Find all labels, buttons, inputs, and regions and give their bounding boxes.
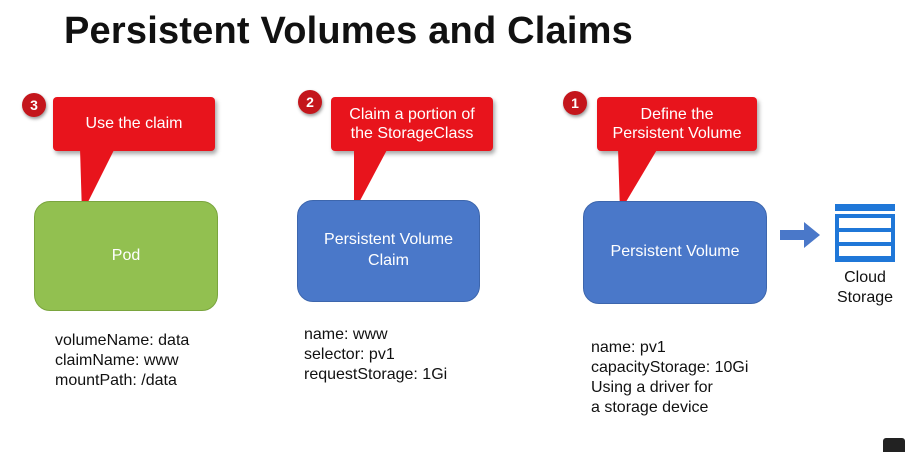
pv-notes: name: pv1 capacityStorage: 10Gi Using a … <box>591 338 748 418</box>
cloud-storage-label: Cloud Storage <box>830 268 900 308</box>
note-line: name: www <box>304 326 388 343</box>
callout-claim-portion: Claim a portion of the StorageClass <box>331 97 493 151</box>
cloud-label-line: Storage <box>836 289 894 306</box>
pod-box: Pod <box>34 201 218 311</box>
callout-pointer <box>354 148 388 212</box>
note-line: claimName: www <box>55 352 179 369</box>
note-line: name: pv1 <box>591 339 666 356</box>
corner-logo-icon <box>883 438 905 452</box>
note-line: capacityStorage: 10Gi <box>591 359 749 376</box>
pv-box: Persistent Volume <box>583 201 767 304</box>
step-badge-1: 1 <box>563 91 587 115</box>
note-line: selector: pv1 <box>304 346 395 363</box>
note-line: volumeName: data <box>55 332 190 349</box>
note-line: requestStorage: 1Gi <box>304 366 448 383</box>
pvc-notes: name: www selector: pv1 requestStorage: … <box>304 325 447 385</box>
note-line: Using a driver for <box>591 379 713 396</box>
arrow-right-icon <box>780 222 820 248</box>
cloud-storage-icon <box>835 204 895 262</box>
pod-notes: volumeName: data claimName: www mountPat… <box>55 331 189 391</box>
callout-define-pv: Define the Persistent Volume <box>597 97 757 151</box>
page-title: Persistent Volumes and Claims <box>64 10 633 52</box>
step-badge-2: 2 <box>298 90 322 114</box>
pvc-box: Persistent Volume Claim <box>297 200 480 302</box>
note-line: mountPath: /data <box>55 372 177 389</box>
callout-use-claim: Use the claim <box>53 97 215 151</box>
callout-pointer <box>80 148 115 214</box>
note-line: a storage device <box>591 399 709 416</box>
cloud-label-line: Cloud <box>844 269 886 286</box>
step-badge-3: 3 <box>22 93 46 117</box>
callout-pointer <box>618 148 658 212</box>
